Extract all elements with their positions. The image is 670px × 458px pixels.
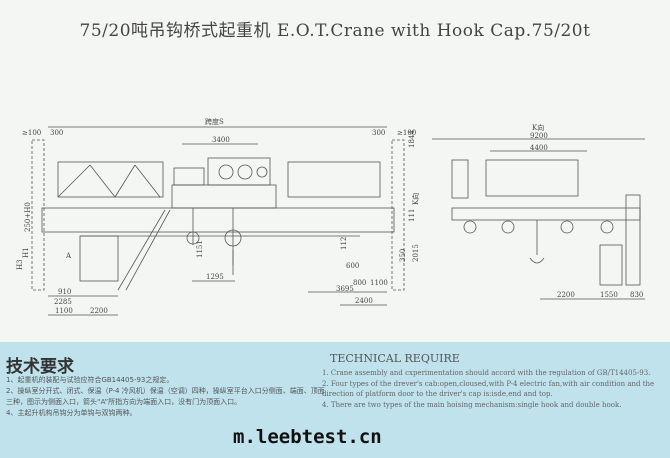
- dim: 350: [399, 249, 407, 262]
- dim: 111: [408, 209, 416, 222]
- tech-cn-list: 1、起重机的装配与试验应符合GB14405-93之规定。 2、操纵室分开式、闭式…: [6, 375, 326, 419]
- drawing-title: 75/20吨吊钩桥式起重机 E.O.T.Crane with Hook Cap.…: [79, 21, 591, 41]
- dim: 2285: [54, 298, 72, 306]
- dim: 250+H0: [24, 202, 32, 232]
- technical-requirements-panel: 技术要求 1、起重机的装配与试验应符合GB14405-93之规定。 2、操纵室分…: [0, 342, 670, 458]
- dim: 910: [58, 288, 71, 296]
- tech-en-item: 2. Four types of the drever's cab:open,c…: [322, 379, 655, 399]
- tech-cn-item: 2、操纵室分开式、闭式、保温（P-4 冷风机）保温（空调）四种，操纵室平台入口分…: [6, 387, 325, 406]
- arrow-a-label: A: [65, 252, 72, 260]
- tech-cn-item: 4、主起升机构吊钩分为单钩与双钩两种。: [6, 409, 137, 417]
- dim: 2200: [90, 307, 108, 315]
- dim: 112: [340, 237, 348, 250]
- dim: 1100: [370, 279, 388, 287]
- dim: 3695: [336, 285, 354, 293]
- dim: 1151: [196, 240, 204, 258]
- dim: 1100: [55, 307, 73, 315]
- dim: 600: [346, 262, 359, 270]
- dim: 830: [630, 291, 643, 299]
- tech-en-heading: TECHNICAL REQUIRE: [330, 352, 460, 365]
- dim: 3400: [212, 136, 230, 144]
- tech-en-list: 1. Crane assembly and cxperimentation sh…: [322, 368, 667, 410]
- dim: K向: [532, 123, 544, 132]
- crane-drawing: 跨度S ≥100 300 300 ≥100 3400 A 250+H0 H1 H…: [16, 117, 645, 316]
- dim: K向: [411, 193, 420, 205]
- dim: 2400: [355, 297, 373, 305]
- dim: 2015: [412, 244, 420, 262]
- watermark: m.leebtest.cn: [233, 426, 382, 448]
- tech-cn-heading: 技术要求: [6, 357, 74, 377]
- dim: ≥100: [22, 129, 41, 137]
- dim: 1550: [600, 291, 618, 299]
- span-label: 跨度S: [205, 117, 224, 126]
- tech-cn-item: 1、起重机的装配与试验应符合GB14405-93之规定。: [6, 376, 174, 384]
- dim: 1844: [408, 130, 416, 148]
- side-view: K向 9200 4400 2200 1550 830: [432, 123, 645, 300]
- tech-en-item: 4. There are two types of the main hoisi…: [322, 400, 622, 409]
- front-view: 跨度S ≥100 300 300 ≥100 3400 A 250+H0 H1 H…: [16, 117, 420, 316]
- dim: H3: [16, 259, 24, 270]
- dim: 800: [353, 279, 366, 287]
- dim: H1: [22, 247, 30, 258]
- dim: 4400: [530, 144, 548, 152]
- dim: 300: [372, 129, 385, 137]
- dim: 300: [50, 129, 63, 137]
- dim: 2200: [557, 291, 575, 299]
- tech-en-item: 1. Crane assembly and cxperimentation sh…: [322, 369, 651, 377]
- dim: ≥100: [397, 129, 416, 137]
- dim: 1295: [206, 273, 224, 281]
- dim: 9200: [530, 132, 548, 140]
